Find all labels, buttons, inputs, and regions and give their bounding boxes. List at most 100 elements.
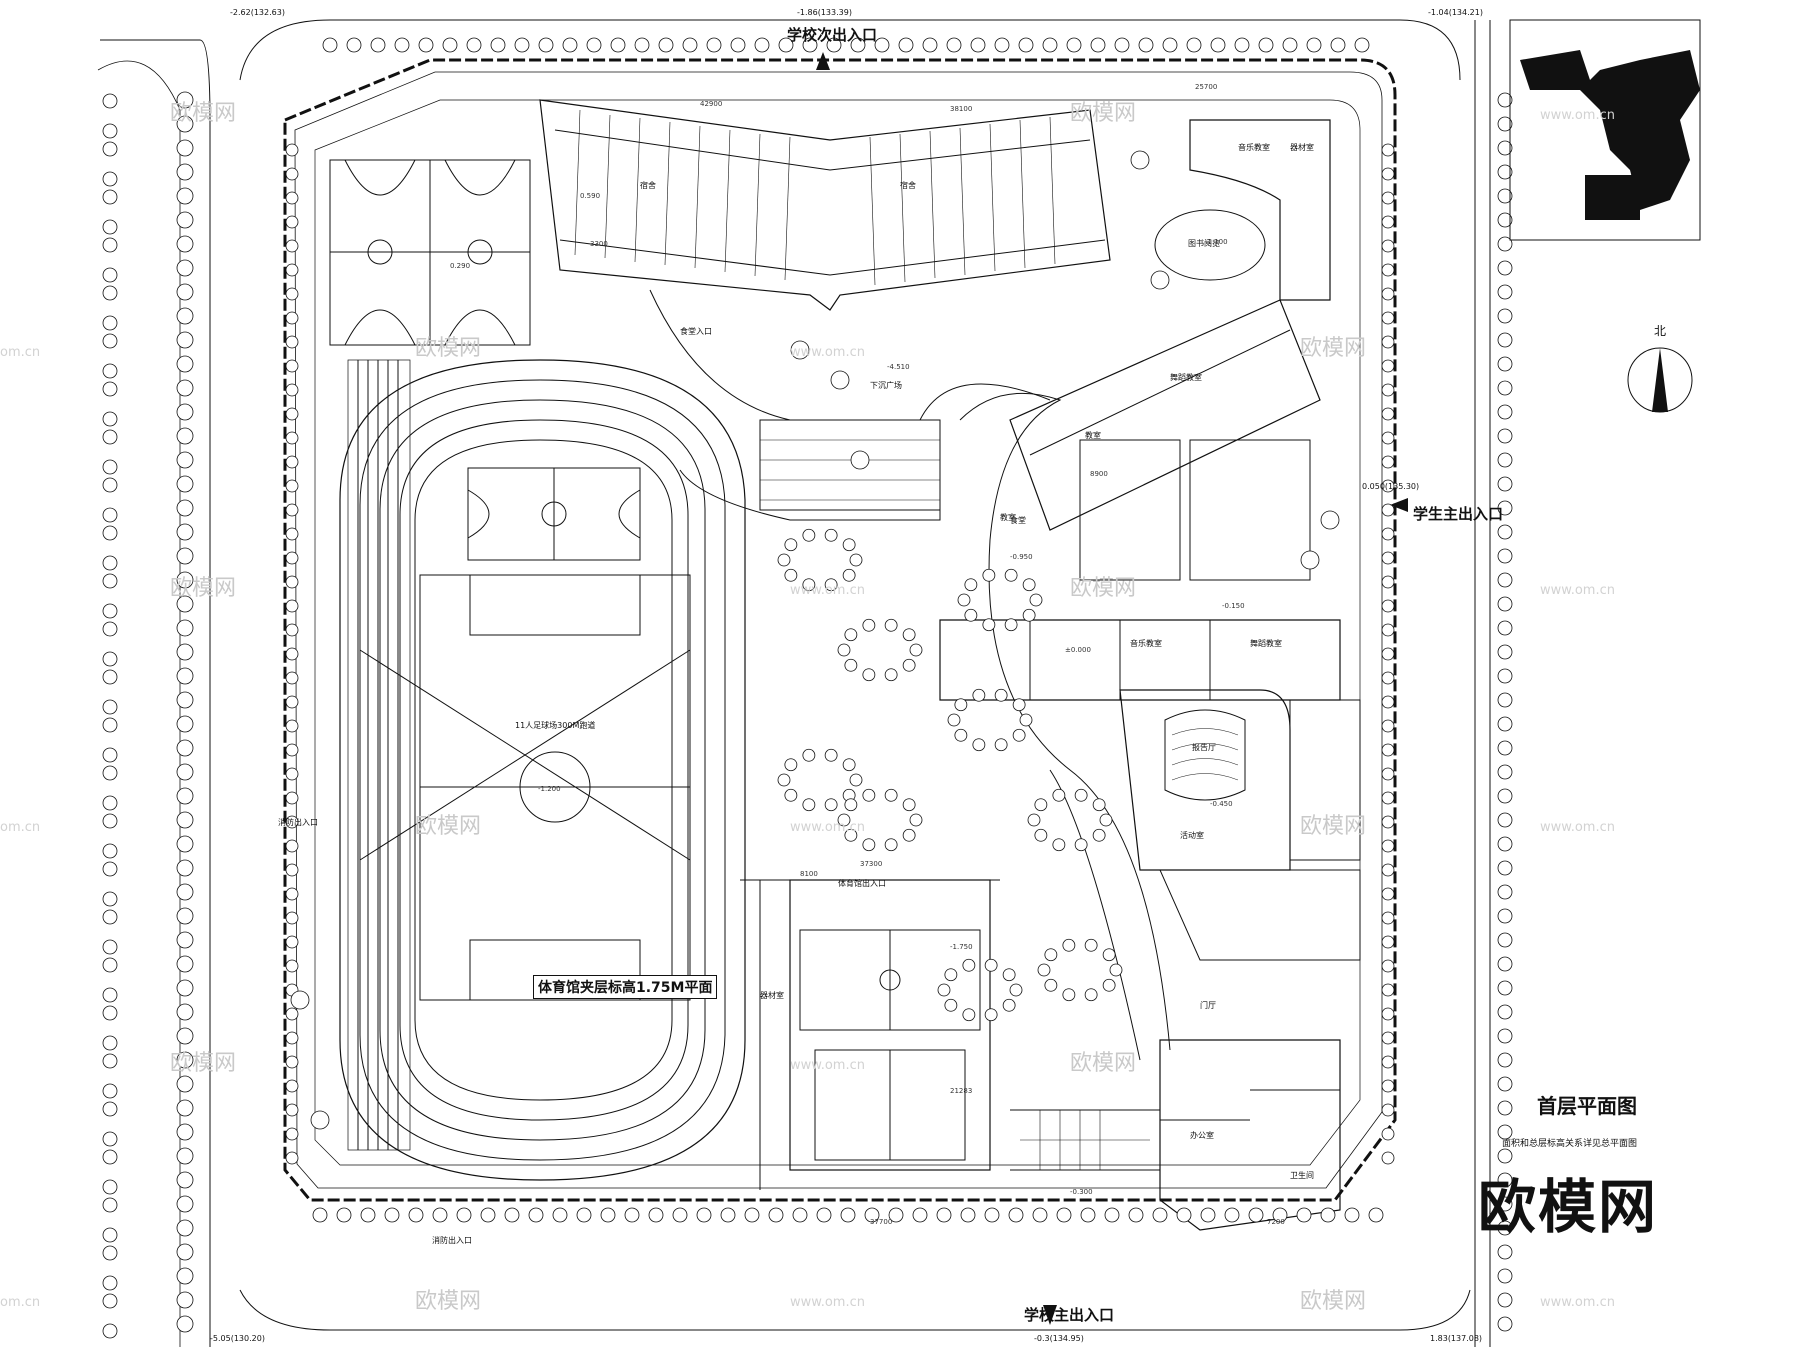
tree-symbol <box>312 1207 328 1223</box>
tree-symbol <box>777 553 791 567</box>
room-equipment: 器材室 <box>1290 143 1314 152</box>
tree-symbol <box>1497 908 1513 924</box>
coord-top-right: -1.04(134.21) <box>1428 8 1483 17</box>
tree-symbol <box>285 1127 299 1141</box>
tree-symbol <box>102 477 118 493</box>
tree-symbol <box>844 828 858 842</box>
tree-symbol <box>1381 791 1395 805</box>
tree-symbol <box>1381 167 1395 181</box>
tree-symbol <box>964 608 978 622</box>
watermark-url-9: www.om.cn <box>1540 1295 1615 1310</box>
tree-symbol <box>1381 503 1395 517</box>
tree-symbol <box>1062 988 1076 1002</box>
tree-symbol <box>480 1207 496 1223</box>
elev-8: 0.290 <box>450 262 471 270</box>
tree-symbol <box>777 773 791 787</box>
tree-symbol <box>1381 383 1395 397</box>
tree-symbol <box>1052 838 1066 852</box>
tree-symbol <box>1296 1207 1312 1223</box>
watermark-url-6: www.om.cn <box>1540 820 1615 835</box>
tree-symbol <box>1027 813 1041 827</box>
tree-symbol <box>1092 828 1106 842</box>
tree-symbol <box>102 1245 118 1261</box>
running-track-outer <box>339 359 746 1181</box>
tree-symbol <box>176 403 194 421</box>
tree-symbol <box>1497 452 1513 468</box>
tree-symbol <box>1381 1031 1395 1045</box>
coord-bottom-left: -5.05(130.20) <box>210 1334 265 1343</box>
canteen-entrance-label: 食堂入口 <box>680 327 712 336</box>
tree-symbol <box>1074 838 1088 852</box>
tree-symbol <box>1381 527 1395 541</box>
tree-symbol <box>102 171 118 187</box>
tree-symbol <box>176 787 194 805</box>
tree-symbol <box>285 791 299 805</box>
tree-symbol <box>884 838 898 852</box>
tree-symbol <box>1012 728 1026 742</box>
tree-symbol <box>1497 956 1513 972</box>
tree-symbol <box>1497 836 1513 852</box>
road-curb-top <box>239 19 1461 81</box>
tree-symbol <box>562 37 578 53</box>
tree-symbol <box>1052 788 1066 802</box>
tree-symbol <box>792 1207 808 1223</box>
tree-symbol <box>946 37 962 53</box>
tree-symbol <box>1381 1103 1395 1117</box>
room-classroom-2: 教室 <box>1000 513 1016 522</box>
teaching-block <box>1009 299 1321 531</box>
tree-symbol <box>1497 1196 1513 1212</box>
tree-symbol <box>1012 698 1026 712</box>
tree-symbol <box>720 1207 736 1223</box>
tree-symbol <box>176 259 194 277</box>
watermark-2: 欧模网 <box>1070 101 1137 126</box>
tree-symbol <box>849 553 863 567</box>
tree-symbol <box>1381 1151 1395 1165</box>
north-label: 北 <box>1654 324 1667 338</box>
tree-symbol <box>102 1005 118 1021</box>
tree-symbol <box>102 285 118 301</box>
tree-symbol <box>1381 239 1395 253</box>
tree-symbol <box>102 747 118 763</box>
tree-symbol <box>850 450 870 470</box>
tree-symbol <box>538 37 554 53</box>
tree-symbol <box>824 578 838 592</box>
tree-symbol <box>902 658 916 672</box>
tree-symbol <box>285 1103 299 1117</box>
tree-symbol <box>1019 713 1033 727</box>
elev-1: -1.100 <box>1205 238 1228 246</box>
tree-symbol <box>408 1207 424 1223</box>
tree-symbol <box>1497 860 1513 876</box>
watermark-8: 欧模网 <box>1300 814 1367 839</box>
tree-symbol <box>285 911 299 925</box>
tree-symbol <box>1497 596 1513 612</box>
tree-symbol <box>176 523 194 541</box>
tree-symbol <box>1497 524 1513 540</box>
tree-symbol <box>285 623 299 637</box>
tree-symbol <box>102 459 118 475</box>
tree-symbol <box>1272 1207 1288 1223</box>
tree-symbol <box>1497 884 1513 900</box>
room-lobby: 门厅 <box>1200 1001 1216 1010</box>
watermark-10: 欧模网 <box>1070 1051 1137 1076</box>
tree-symbol <box>176 1075 194 1093</box>
watermark-url-7: www.om.cn <box>790 1058 865 1073</box>
tree-symbol <box>102 699 118 715</box>
tree-symbol <box>658 37 674 53</box>
tree-symbol <box>802 578 816 592</box>
coord-top-left: -2.62(132.63) <box>230 8 285 17</box>
tree-symbol <box>102 123 118 139</box>
tree-symbol <box>744 1207 760 1223</box>
room-canteen: 食堂 <box>1010 516 1026 525</box>
dim-1: 42900 <box>700 100 723 108</box>
tree-symbol <box>1150 270 1170 290</box>
tree-symbol <box>624 1207 640 1223</box>
tree-symbol <box>830 370 850 390</box>
tree-symbol <box>784 538 798 552</box>
fire-entrance-label-2: 消防出入口 <box>432 1236 472 1245</box>
tree-symbol <box>912 1207 928 1223</box>
watermark-4: 欧模网 <box>1300 336 1367 361</box>
tree-symbol <box>285 719 299 733</box>
tree-symbol <box>898 37 914 53</box>
tree-symbol <box>840 1207 856 1223</box>
tree-symbol <box>285 239 299 253</box>
